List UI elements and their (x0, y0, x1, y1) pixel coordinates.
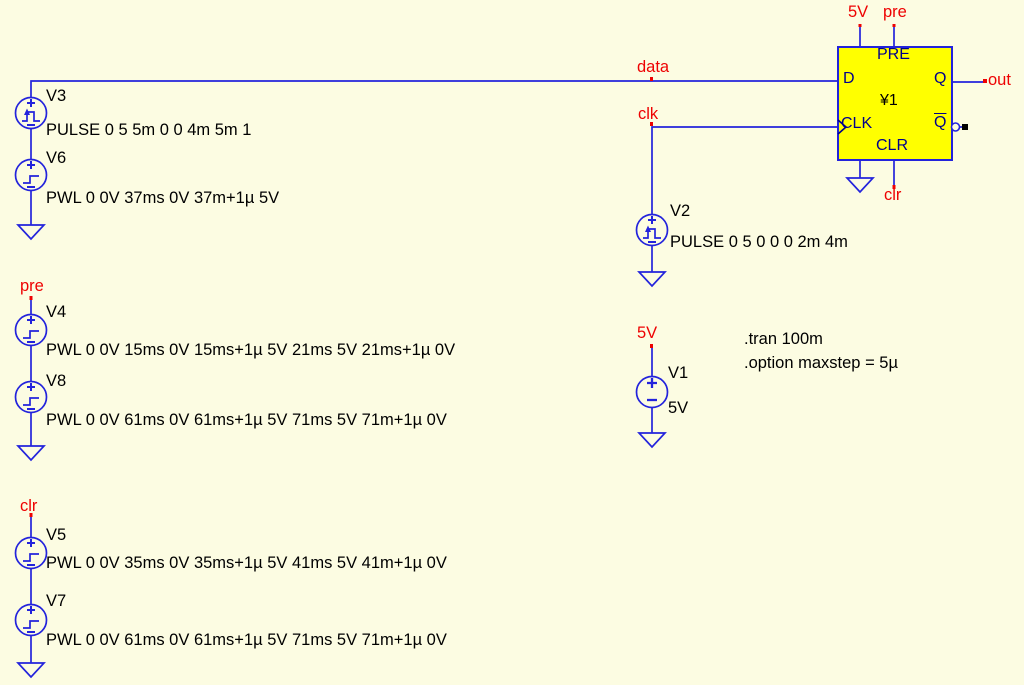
ff-pin-clk: CLK (841, 115, 873, 132)
wire-data[interactable] (30, 80, 838, 98)
ff-instance-name[interactable]: ¥1 (880, 92, 898, 109)
label-anchor (29, 296, 33, 300)
net-label-5v-ff[interactable]: 5V (848, 3, 869, 21)
label-anchor (29, 513, 33, 517)
source-value-v7[interactable]: PWL 0 0V 61ms 0V 61ms+1µ 5V 71ms 5V 71m+… (46, 631, 447, 649)
net-label-clk[interactable]: clk (638, 105, 659, 123)
source-value-v5[interactable]: PWL 0 0V 35ms 0V 35ms+1µ 5V 41ms 5V 41m+… (46, 554, 447, 572)
voltage-source-v2[interactable] (635, 213, 669, 247)
label-anchor (983, 79, 987, 83)
net-label-5v-v1[interactable]: 5V (637, 324, 658, 342)
pwl-waveform-icon (23, 383, 39, 410)
voltage-source-v7[interactable] (14, 603, 48, 637)
pulse-waveform-icon (22, 99, 40, 126)
pwl-waveform-icon (23, 316, 39, 343)
label-anchor (650, 344, 653, 348)
voltage-source-v6[interactable] (14, 158, 48, 192)
net-label-pre[interactable]: pre (20, 277, 44, 295)
ff-pin-d: D (843, 70, 855, 87)
ff-pin-pre: PRE (877, 46, 910, 63)
source-value-v6[interactable]: PWL 0 0V 37ms 0V 37m+1µ 5V (46, 189, 280, 207)
voltage-source-v4[interactable] (14, 313, 48, 347)
source-name-v2[interactable]: V2 (670, 202, 691, 220)
pwl-waveform-icon (23, 606, 39, 633)
wire-clk[interactable] (651, 126, 838, 215)
ground-icon[interactable] (637, 432, 667, 449)
source-name-v7[interactable]: V7 (46, 592, 67, 610)
voltage-source-v3[interactable] (14, 96, 48, 130)
source-name-v6[interactable]: V6 (46, 149, 67, 167)
label-anchor (650, 122, 653, 126)
net-label-clr[interactable]: clr (20, 497, 38, 515)
pulse-waveform-icon (643, 216, 661, 243)
unconnected-pin-marker (962, 124, 968, 130)
source-name-v5[interactable]: V5 (46, 526, 67, 544)
source-name-v3[interactable]: V3 (46, 87, 67, 105)
source-value-v3[interactable]: PULSE 0 5 5m 0 0 4m 5m 1 (46, 121, 252, 139)
net-label-pre-ff[interactable]: pre (883, 3, 907, 21)
label-anchor (892, 24, 896, 27)
ff-pin-q: Q (934, 70, 947, 87)
ff-pin-qbar: Q (934, 114, 947, 131)
ground-icon[interactable] (16, 445, 46, 462)
source-value-v4[interactable]: PWL 0 0V 15ms 0V 15ms+1µ 5V 21ms 5V 21ms… (46, 341, 456, 359)
voltage-source-v5[interactable] (14, 536, 48, 570)
directive-maxstep[interactable]: .option maxstep = 5µ (744, 354, 898, 372)
net-label-clr-ff[interactable]: clr (884, 186, 902, 204)
source-name-v8[interactable]: V8 (46, 372, 67, 390)
dc-source-icon (647, 378, 657, 402)
source-name-v1[interactable]: V1 (668, 364, 689, 382)
ff-pin-clr: CLR (876, 137, 909, 154)
ground-icon[interactable] (16, 662, 46, 679)
label-anchor (858, 24, 862, 27)
ground-icon[interactable] (637, 271, 667, 288)
voltage-source-v1[interactable] (635, 375, 669, 409)
dflop-symbol[interactable] (837, 46, 968, 161)
label-anchor (892, 185, 896, 189)
source-value-v2[interactable]: PULSE 0 5 0 0 0 2m 4m (670, 233, 848, 251)
source-name-v4[interactable]: V4 (46, 303, 67, 321)
net-label-out[interactable]: out (988, 71, 1011, 89)
label-anchor (650, 77, 653, 81)
clock-edge-icon (837, 119, 848, 135)
voltage-source-v8[interactable] (14, 380, 48, 414)
net-label-data[interactable]: data (637, 58, 670, 76)
source-value-v8[interactable]: PWL 0 0V 61ms 0V 61ms+1µ 5V 71ms 5V 71m+… (46, 411, 447, 429)
pwl-waveform-icon (23, 161, 39, 188)
ground-icon[interactable] (16, 224, 46, 241)
ground-icon[interactable] (845, 177, 875, 194)
source-value-v1[interactable]: 5V (668, 399, 689, 417)
directive-tran[interactable]: .tran 100m (744, 330, 823, 348)
inverted-output-bubble (950, 122, 961, 132)
pwl-waveform-icon (23, 539, 39, 566)
